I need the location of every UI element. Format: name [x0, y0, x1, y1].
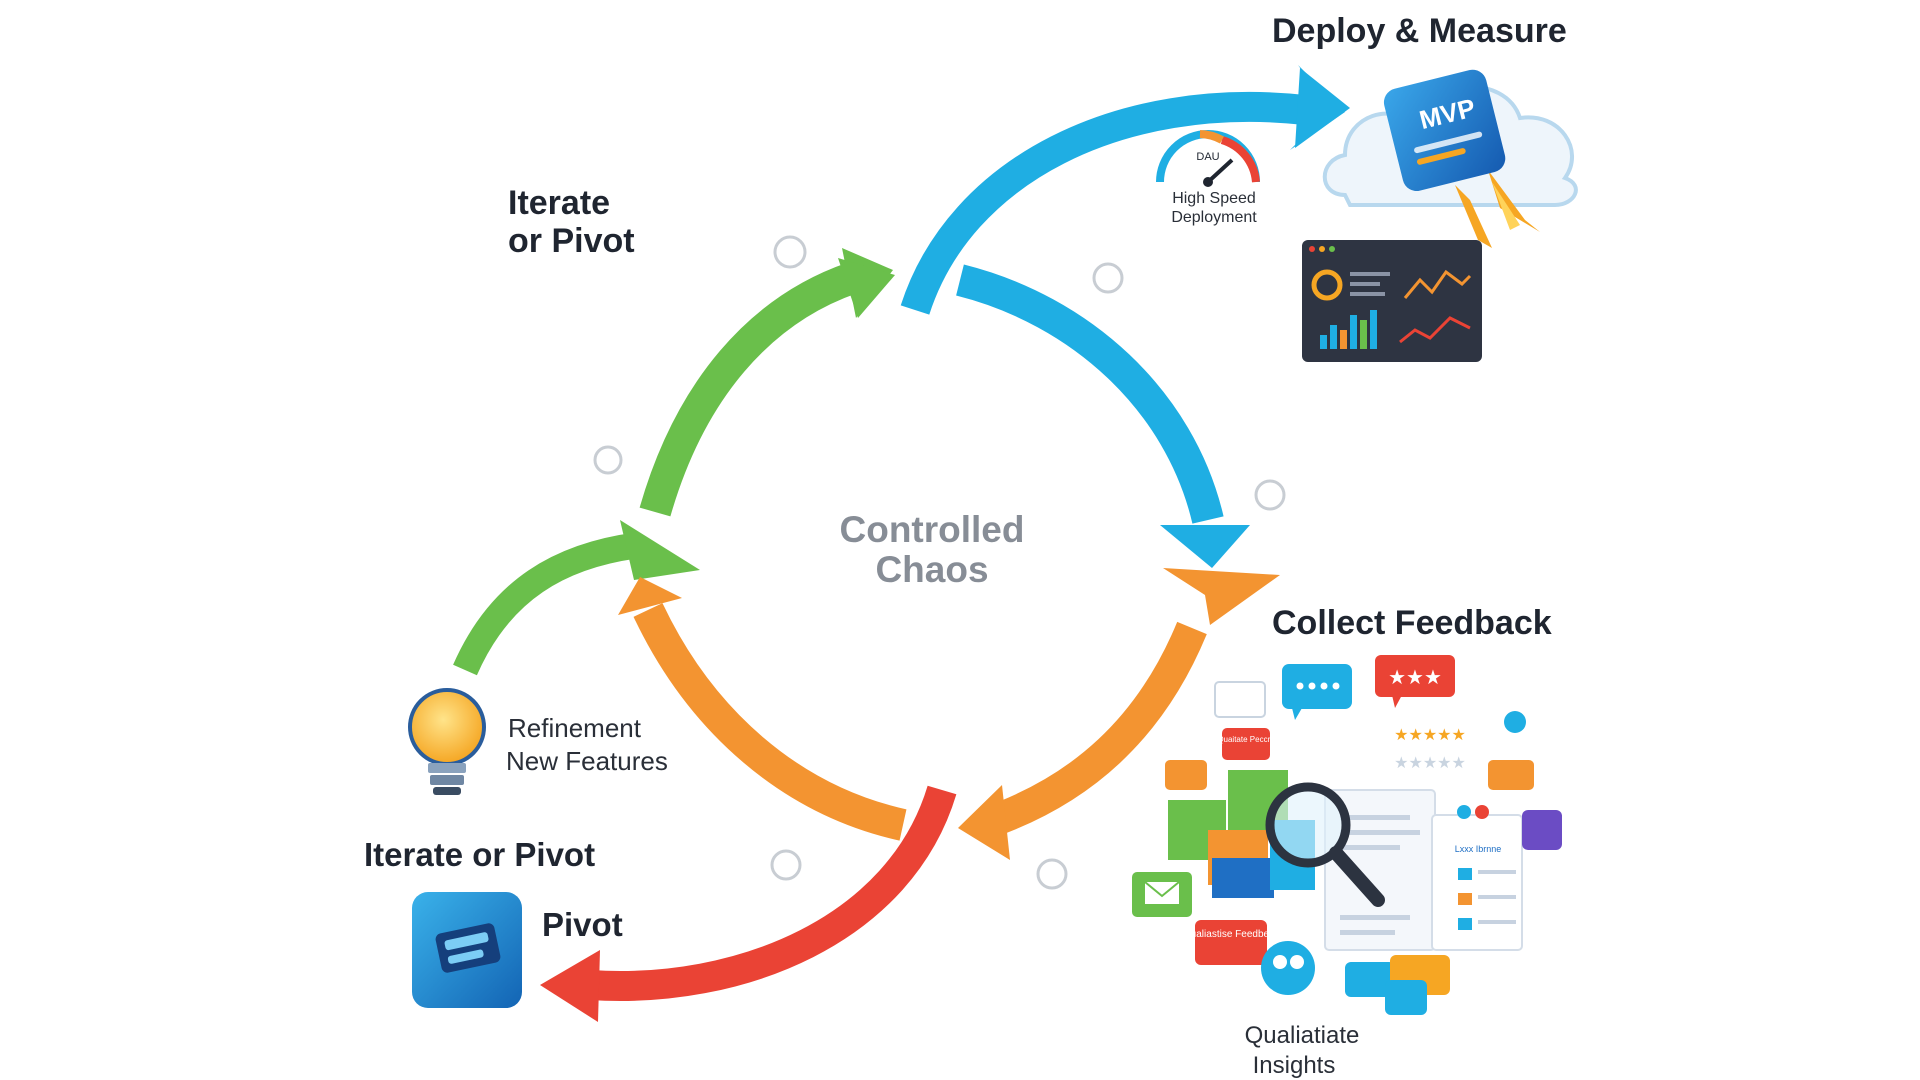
refinement-line2: New Features: [506, 746, 668, 776]
card-label-3: Lxxx Ibrnne: [1455, 844, 1502, 854]
gauge-label: DAU: [1196, 151, 1219, 163]
iterate-top-line2: or Pivot: [508, 222, 635, 260]
refinement-line1: Refinement: [508, 713, 642, 743]
arrow-red-pivot: [540, 785, 957, 1022]
iterate-top-line1: Iterate: [508, 184, 610, 222]
iterate-bottom-title: Iterate or Pivot: [364, 836, 595, 873]
rocket-flame-icon: [1455, 170, 1540, 248]
svg-text:★★★★★: ★★★★★: [1394, 753, 1466, 772]
rocket-small-icon: [770, 849, 802, 881]
faded-decor-icons: [593, 235, 1286, 890]
feedback-collage: ★★★ ★★★★★ ★★★★★ Quaitate Peccre Lxxx Ibr…: [1132, 655, 1562, 1015]
question-icon: [1036, 858, 1068, 890]
insights-line1: Qualiatiate: [1245, 1022, 1360, 1049]
star-rating-badge: [1375, 655, 1455, 697]
twitter-icon: [1385, 980, 1427, 1015]
arrow-blue-measure: [956, 264, 1250, 568]
gear-icon: [1092, 262, 1124, 294]
heart-icon: [1504, 711, 1526, 733]
pivot-app-icon: [412, 892, 522, 1008]
deploy-title: Deploy & Measure: [1272, 12, 1567, 50]
refresh-icon: [773, 235, 807, 269]
svg-text:★★★: ★★★: [1388, 665, 1442, 689]
magnifier-icon: [1265, 782, 1385, 907]
users-icon: [1261, 941, 1315, 995]
rocket-icon: [1254, 479, 1286, 511]
bug-icon: [593, 445, 623, 475]
chat-bubble-icon: [1282, 664, 1352, 709]
insights-line2: Insights: [1253, 1052, 1336, 1079]
data-blocks-icon: [1168, 770, 1315, 898]
card-label-2: Qualiastise Feedbeck: [1183, 929, 1280, 940]
collect-title: Collect Feedback: [1272, 604, 1552, 642]
center-title-line1: Controlled: [840, 509, 1025, 550]
svg-text:★★★★★: ★★★★★: [1394, 725, 1466, 744]
analytics-dashboard-icon: [1302, 240, 1482, 362]
mvp-tile-icon: MVP: [1383, 69, 1506, 192]
arrow-green-refinement: [453, 520, 700, 676]
gauge-caption-line2: Deployment: [1171, 209, 1257, 226]
arrow-blue-deploy: [900, 65, 1350, 315]
arrow-green-iterate: [639, 248, 895, 517]
center-title-line2: Chaos: [875, 549, 988, 590]
card-label-1: Quaitate Peccre: [1217, 735, 1275, 744]
speed-gauge-icon: DAU: [1156, 130, 1260, 187]
lightbulb-icon: [408, 688, 486, 795]
pivot-label: Pivot: [542, 906, 623, 943]
profile-badge-icon: [1522, 810, 1562, 850]
gauge-caption-line1: High Speed: [1172, 190, 1256, 207]
arrow-orange-feedback: [618, 568, 1280, 860]
